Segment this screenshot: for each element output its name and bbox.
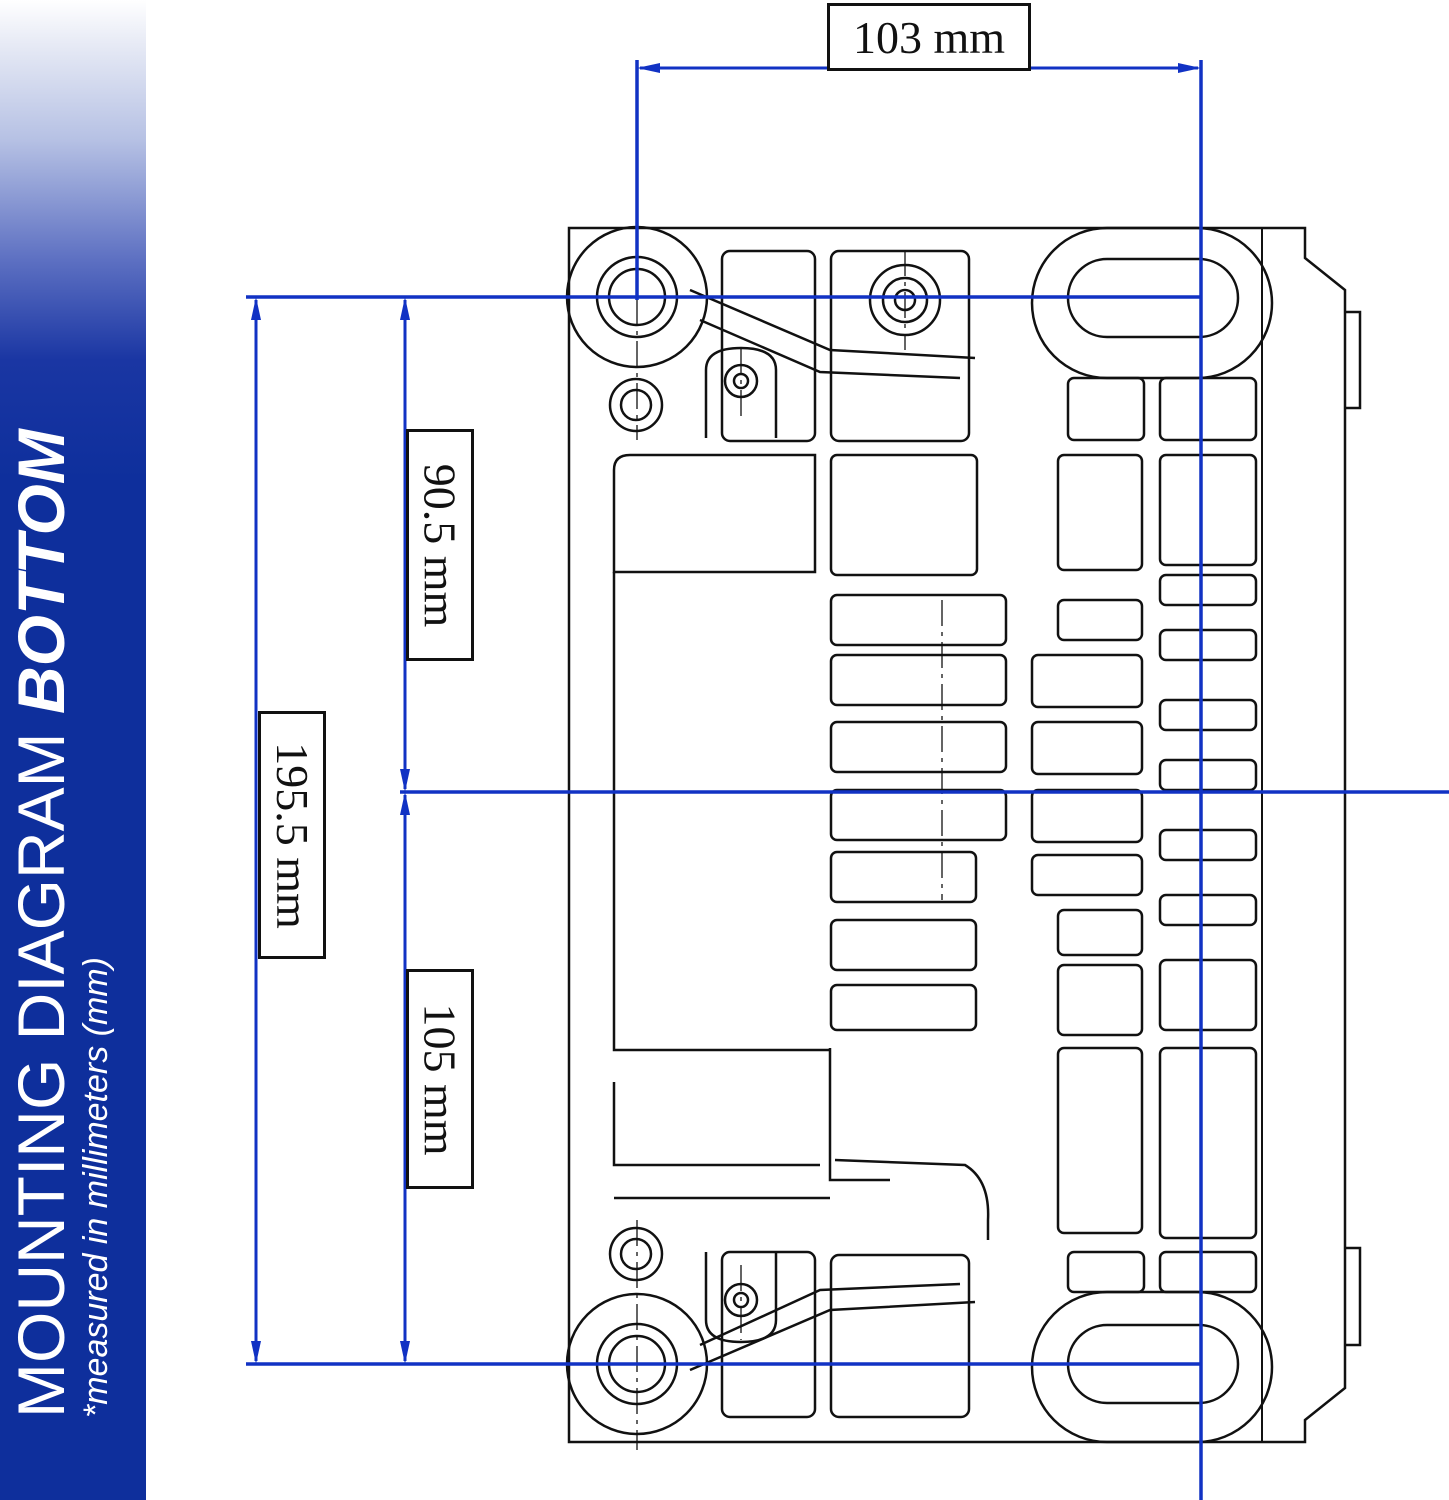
centerlines (560, 215, 943, 1450)
engine-base-outline (565, 225, 1362, 1444)
front-half-dimension-label: 90.5 mm (406, 429, 474, 661)
front-half-value: 90.5 mm (414, 463, 466, 627)
width-dimension-label: 103 mm (827, 3, 1031, 71)
rear-half-value: 105 mm (414, 1002, 466, 1156)
rear-half-dimension-label: 105 mm (406, 969, 474, 1189)
total-length-value: 195.5 mm (266, 741, 318, 929)
total-length-dimension-label: 195.5 mm (258, 711, 326, 959)
side-banner: MOUNTING DIAGRAM BOTTOM *measured in mil… (0, 0, 146, 1500)
width-value: 103 mm (852, 11, 1006, 63)
